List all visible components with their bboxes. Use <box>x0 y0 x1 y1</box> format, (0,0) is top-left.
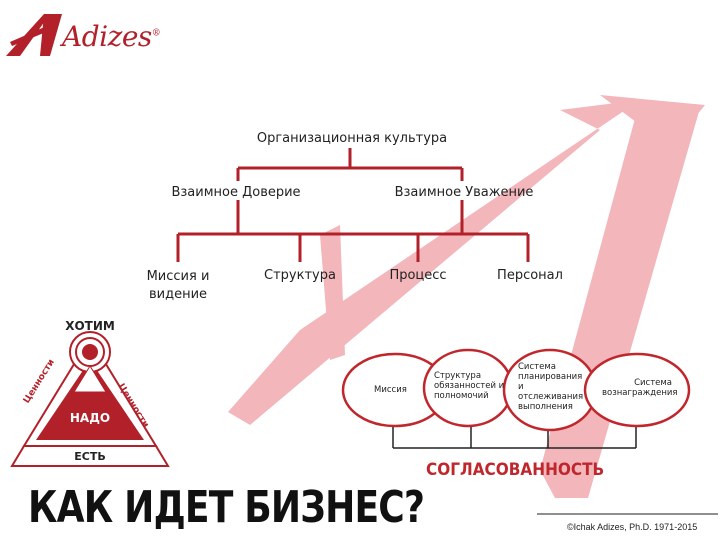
alignment-reward-label: Система вознаграждения <box>602 378 678 398</box>
tree-mutual-respect-label: Взаимное Уважение <box>394 185 534 200</box>
alignment-mission-label: Миссия <box>374 385 407 395</box>
logo-registered-mark: ® <box>151 28 161 39</box>
alignment-bracket <box>392 427 637 449</box>
tree-structure-label: Структура <box>264 268 336 283</box>
adizes-logo: Adizes® <box>62 20 161 53</box>
logo-text: Adizes <box>62 20 152 53</box>
adizes-logo-mark <box>6 14 62 56</box>
tree-mutual-trust-label: Взаимное Доверие <box>171 185 301 200</box>
org-culture-tree-lines <box>176 148 530 262</box>
pyramid-have-label: ЕСТЬ <box>74 450 106 463</box>
page-title: КАК ИДЕТ БИЗНЕС? <box>28 482 425 533</box>
faded-adizes-arrow <box>228 95 705 498</box>
copyright-text: ©Ichak Adizes, Ph.D. 1971-2015 <box>567 522 698 532</box>
tree-root-label: Организационная культура <box>256 131 448 146</box>
alignment-caption: СОГЛАСОВАННОСТЬ <box>426 460 605 480</box>
alignment-structure-label: Структура обязанностей и полномочий <box>434 371 505 401</box>
values-pyramid <box>10 331 170 467</box>
tree-mission-label: Миссия и видение <box>146 269 210 302</box>
tree-personnel-label: Персонал <box>497 268 563 283</box>
tree-process-label: Процесс <box>389 268 447 283</box>
alignment-ellipses <box>341 348 691 432</box>
pyramid-need-label: НАДО <box>69 411 111 425</box>
alignment-planning-label: Система планирования и отслеживания выпо… <box>518 362 584 412</box>
pyramid-want-label: ХОТИМ <box>65 319 115 333</box>
